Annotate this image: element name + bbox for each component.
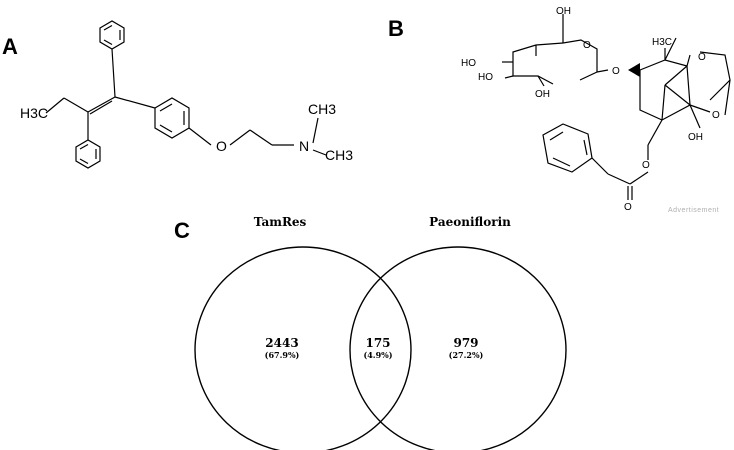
atom-o-ester: O: [642, 160, 650, 171]
atom-ch3-right: CH3: [325, 147, 353, 163]
atom-o-ether: O: [216, 138, 227, 154]
region-count-tamres-only: 2443: [265, 336, 298, 350]
atom-ho-1: HO: [461, 58, 476, 69]
atom-h3c: H3C: [652, 37, 672, 48]
atom-oh-3: OH: [535, 89, 550, 100]
venn-diagram: TamRes Paeoniflorin 2443 (67.9%) 175 (4.…: [194, 215, 567, 450]
atom-o-right-1: O: [698, 52, 706, 63]
paeoniflorin-structure: [502, 14, 731, 200]
region-count-paeoniflorin-only: 979: [453, 336, 478, 350]
atom-o-link: O: [612, 66, 620, 77]
region-count-overlap: 175: [365, 336, 390, 350]
tamoxifen-structure: [45, 20, 327, 169]
region-percent-overlap: (4.9%): [363, 350, 392, 360]
atom-h3c-left: H3C: [20, 105, 48, 121]
atom-ho-2: HO: [478, 72, 493, 83]
panel-b-label: B: [388, 16, 404, 41]
region-percent-paeoniflorin-only: (27.2%): [449, 350, 484, 360]
set-label-tamres: TamRes: [254, 215, 307, 229]
atom-o-right-2: O: [712, 110, 720, 121]
atom-o-ring: O: [583, 40, 591, 51]
watermark-text: Advertisement: [668, 207, 719, 214]
venn-circle-tamres: [194, 246, 412, 450]
atom-oh-bottom: OH: [688, 132, 703, 143]
region-percent-tamres-only: (67.9%): [265, 350, 300, 360]
set-label-paeoniflorin: Paeoniflorin: [429, 215, 511, 229]
atom-oh-top: OH: [556, 6, 571, 17]
phenyl-ring-top: [99, 20, 125, 50]
panel-c-label: C: [174, 218, 190, 243]
phenyl-ring-para: [154, 97, 190, 139]
venn-circle-paeoniflorin: [349, 246, 567, 450]
phenyl-ring-bottom: [75, 139, 101, 169]
atom-o-carbonyl: O: [624, 202, 632, 213]
panel-a-label: A: [2, 34, 18, 59]
atom-n: N: [299, 138, 309, 154]
atom-ch3-top: CH3: [308, 101, 336, 117]
